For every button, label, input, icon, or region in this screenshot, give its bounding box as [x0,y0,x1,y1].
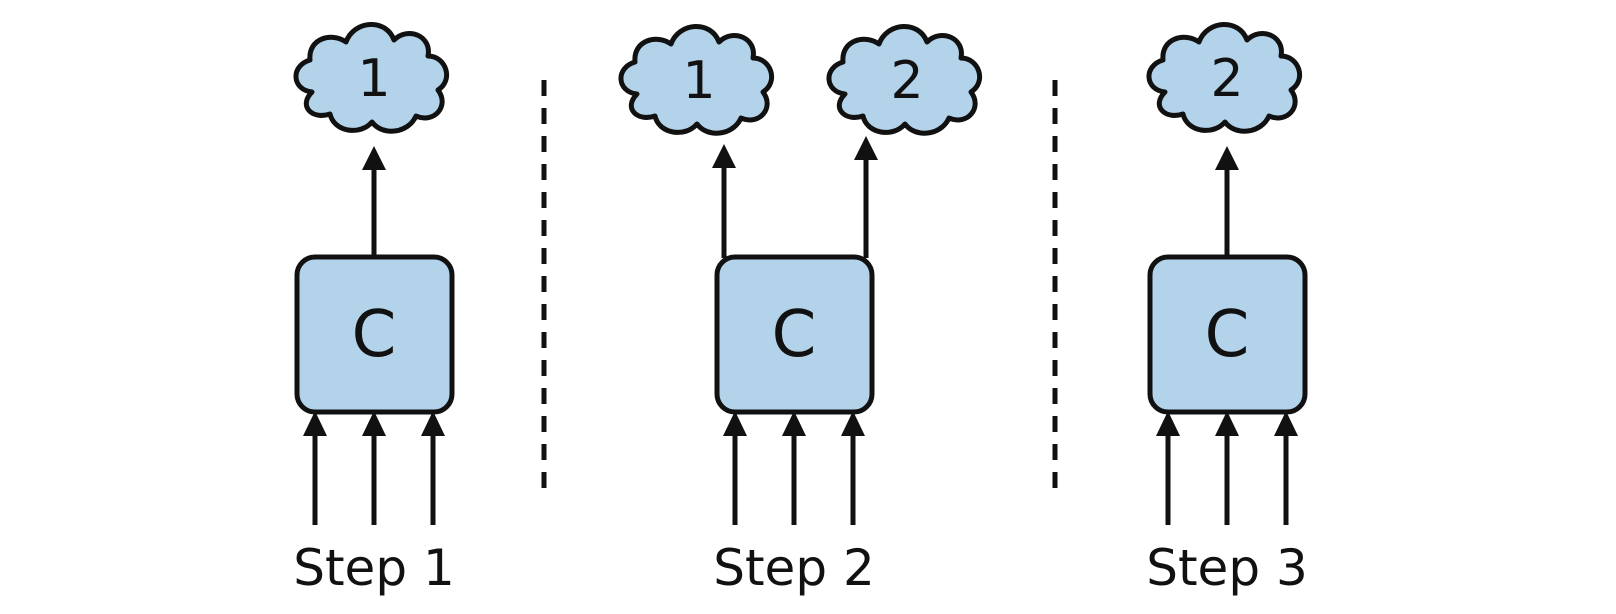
step-2-output-arrowhead-2 [854,136,878,160]
step-3-cloud-1: 2 [1149,24,1300,131]
step-2-box [714,254,875,415]
step-2-output-arrowhead-1 [712,144,736,168]
step-1-cloud-1-label: 1 [357,49,390,109]
step-1-input-arrows [303,411,445,525]
step-2-group: 1 2 C Step 2 [621,26,980,597]
step-1-label: Step 1 [293,539,455,597]
step-2-cloud-1-label: 1 [682,51,715,111]
step-3-label: Step 3 [1146,539,1308,597]
step-2-cloud-2: 2 [829,26,980,133]
step-1-box [294,254,455,415]
step-3-cloud-1-label: 2 [1210,49,1243,109]
step-2-input-arrows [723,411,865,525]
step-3-output-arrowhead [1215,146,1239,170]
step-2-cloud-2-label: 2 [890,51,923,111]
step-1-output-arrowhead [362,146,386,170]
step-3-box [1147,254,1308,415]
step-2-label: Step 2 [713,539,875,597]
step-3-box-label: C [1205,298,1250,372]
step-2-box-label: C [772,298,817,372]
step-1-cloud-1: 1 [296,24,447,131]
step-3-group: 2 C Step 3 [1146,24,1308,597]
step-3-input-arrows [1156,411,1298,525]
step-1-group: 1 C Step 1 [293,24,455,597]
step-2-cloud-1: 1 [621,26,772,133]
step-1-box-label: C [352,298,397,372]
